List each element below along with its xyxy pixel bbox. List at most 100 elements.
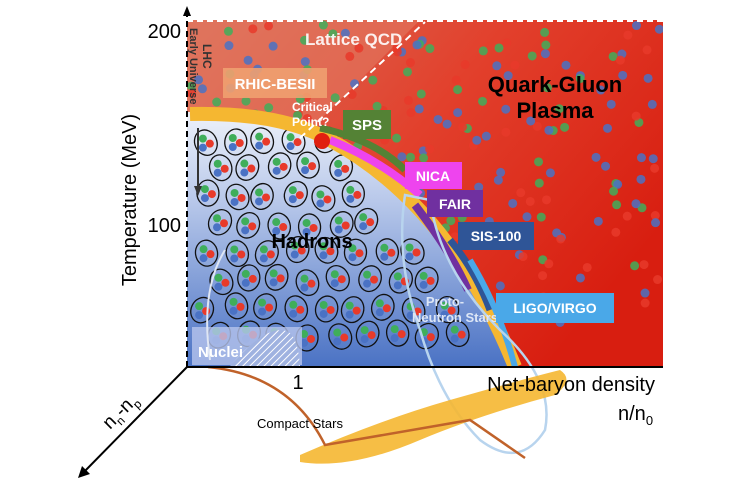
hadron bbox=[295, 324, 319, 352]
hadron-outline bbox=[340, 296, 365, 324]
quark-dot bbox=[248, 274, 257, 283]
quark-dot bbox=[309, 223, 318, 232]
quark-dot bbox=[235, 138, 244, 147]
quark-dot bbox=[237, 193, 246, 202]
quark-dot bbox=[612, 200, 622, 210]
crossover-line bbox=[299, 21, 426, 139]
y-tick-200: 200 bbox=[148, 21, 181, 43]
quark-dot bbox=[370, 275, 379, 284]
quark-dot bbox=[353, 190, 362, 199]
hadron bbox=[250, 127, 275, 155]
hadron bbox=[295, 269, 320, 297]
x-tick-1: 1 bbox=[292, 372, 303, 394]
quark-dot bbox=[502, 38, 512, 48]
hadron bbox=[284, 295, 309, 323]
quark-dot bbox=[198, 143, 207, 152]
quark-dot bbox=[440, 310, 449, 319]
quark-dot bbox=[636, 174, 646, 184]
lhc-label: LHC bbox=[200, 44, 214, 69]
quark-dot bbox=[426, 276, 435, 285]
sis100-line bbox=[447, 237, 494, 312]
quark-dot bbox=[556, 234, 566, 244]
quark-dot bbox=[345, 301, 354, 310]
quark-dot bbox=[460, 60, 470, 70]
quark-dot bbox=[495, 281, 505, 291]
hadron-outline bbox=[296, 151, 320, 179]
quark-dot bbox=[544, 125, 554, 135]
quark-dot bbox=[259, 245, 268, 254]
quark-dot bbox=[601, 161, 611, 171]
quark-dot bbox=[333, 337, 342, 346]
quark-dot bbox=[230, 188, 239, 197]
quark-dot bbox=[241, 226, 250, 235]
quark-dot bbox=[290, 250, 299, 259]
hadron-outline bbox=[370, 293, 395, 321]
hadron bbox=[296, 151, 320, 179]
quark-dot bbox=[230, 197, 239, 206]
quark-dot bbox=[333, 328, 342, 337]
quark-dot bbox=[416, 89, 426, 99]
quark-dot bbox=[248, 222, 257, 231]
quark-dot bbox=[334, 159, 343, 168]
hadron-outline bbox=[295, 269, 320, 297]
quark-dot bbox=[618, 70, 628, 80]
hadron-outline bbox=[283, 180, 308, 208]
quark-dot bbox=[258, 307, 267, 316]
svg-text:LIGO/VIRGO: LIGO/VIRGO bbox=[513, 300, 596, 316]
quark-dot bbox=[213, 168, 222, 177]
quark-dot bbox=[372, 101, 382, 111]
quark-dot bbox=[544, 259, 554, 269]
hadron bbox=[267, 152, 292, 180]
quark-dot bbox=[348, 253, 357, 262]
badge-sis-100: SIS-100 bbox=[458, 222, 534, 250]
quark-dot bbox=[187, 81, 196, 91]
x-axis-unit: n/n0 bbox=[618, 403, 653, 428]
quark-dot bbox=[302, 218, 311, 227]
quark-dot bbox=[323, 195, 332, 204]
badge-nica: NICA bbox=[405, 162, 462, 189]
hadron-outline bbox=[388, 267, 413, 294]
hadron-outline bbox=[190, 296, 215, 324]
quark-dot bbox=[630, 261, 640, 271]
quark-dot bbox=[360, 326, 369, 335]
nuclei-outline bbox=[206, 249, 226, 361]
critical-label-2: Point? bbox=[292, 115, 329, 129]
quark-dot bbox=[318, 20, 328, 30]
qgp-label-1: Quark-Gluon bbox=[488, 72, 622, 97]
quark-dot bbox=[240, 159, 249, 168]
quark-dot bbox=[402, 67, 412, 77]
quark-dot bbox=[538, 271, 548, 281]
quark-dot bbox=[540, 27, 550, 37]
hadron-outline bbox=[328, 323, 353, 350]
svg-text:FAIR: FAIR bbox=[439, 196, 471, 212]
x-unit-main: n/n bbox=[618, 403, 646, 425]
quark-dot bbox=[560, 122, 570, 132]
hadron bbox=[445, 320, 470, 348]
quark-dot bbox=[205, 139, 214, 148]
quark-dot bbox=[419, 271, 428, 280]
y-tick-100: 100 bbox=[148, 215, 181, 237]
quark-dot bbox=[631, 21, 641, 31]
hadron bbox=[281, 127, 306, 155]
quark-dot bbox=[522, 212, 532, 222]
compact-stars-label: Compact Stars bbox=[257, 416, 343, 431]
hadron-outline bbox=[267, 152, 292, 180]
quark-dot bbox=[258, 298, 267, 307]
quark-dot bbox=[406, 108, 416, 118]
quark-dot bbox=[330, 270, 339, 279]
quark-dot bbox=[300, 57, 310, 67]
hadron bbox=[283, 180, 308, 208]
hadron-outline bbox=[414, 266, 439, 294]
quark-dot bbox=[328, 29, 338, 39]
quark-dot bbox=[419, 280, 428, 289]
quark-dot bbox=[532, 121, 542, 131]
quark-dot bbox=[206, 250, 215, 259]
quark-dot bbox=[220, 164, 229, 173]
hadron bbox=[225, 239, 250, 268]
quark-dot bbox=[648, 154, 658, 164]
hadron bbox=[285, 236, 310, 264]
quark-dot bbox=[262, 137, 271, 146]
hadron bbox=[343, 238, 368, 266]
quark-dot bbox=[301, 166, 310, 175]
quark-dot bbox=[223, 26, 233, 36]
